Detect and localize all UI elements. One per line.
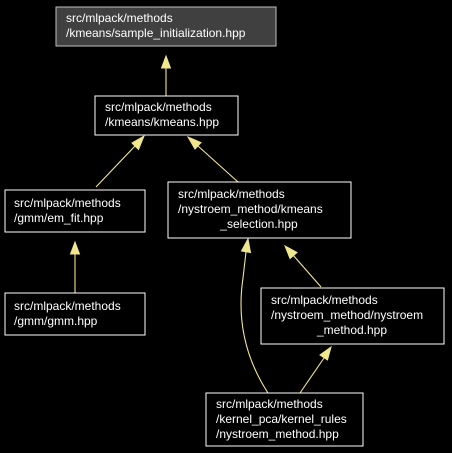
node-gmm-box xyxy=(4,292,146,336)
arrowhead-selection-from-kernel-rules xyxy=(240,237,252,254)
node-label-line: /kmeans/sample_initialization.hpp xyxy=(66,26,246,40)
node-label-line: /nystroem_method.hpp xyxy=(216,427,339,441)
arrowhead-sample-initialization xyxy=(160,54,172,69)
node-gmm[interactable]: src/mlpack/methods /gmm/gmm.hpp xyxy=(4,292,146,336)
edge-kernel-rules-to-nystroem-method xyxy=(299,357,325,394)
node-label-line: src/mlpack/methods xyxy=(66,11,173,25)
node-label-line: _selection.hpp xyxy=(219,217,298,231)
edge-em-fit-to-kmeans xyxy=(95,145,136,188)
node-kmeans-selection-box xyxy=(167,181,352,239)
node-kernel-rules-nystroem-method[interactable]: src/mlpack/methods /kernel_pca/kernel_ru… xyxy=(205,392,364,447)
edge-kernel-rules-to-kmeans-selection xyxy=(240,251,269,394)
edges-layer xyxy=(69,54,332,394)
node-kmeans[interactable]: src/mlpack/methods /kmeans/kmeans.hpp xyxy=(94,95,239,136)
node-label-line: _method.hpp xyxy=(316,323,387,337)
node-sample-initialization[interactable]: src/mlpack/methods /kmeans/sample_initia… xyxy=(55,6,277,47)
arrowhead-kmeans-from-selection xyxy=(186,135,202,150)
nodes-layer: src/mlpack/methods /kmeans/sample_initia… xyxy=(4,6,445,447)
arrowhead-selection-from-nystroem-method xyxy=(284,244,298,260)
arrowhead-kmeans-from-em-fit xyxy=(131,134,146,151)
node-label-line: /kmeans/kmeans.hpp xyxy=(105,115,219,129)
node-label-line: src/mlpack/methods xyxy=(105,100,212,114)
node-em-fit-box xyxy=(4,189,146,233)
node-label-line: /nystroem_method/kmeans xyxy=(178,202,323,216)
node-label-line: /gmm/gmm.hpp xyxy=(14,314,98,328)
node-label-line: /nystroem_method/nystroem xyxy=(271,308,423,322)
node-label-line: src/mlpack/methods xyxy=(216,397,323,411)
node-label-line: src/mlpack/methods xyxy=(14,299,121,313)
edge-kmeans-selection-to-kmeans xyxy=(197,145,239,183)
node-label-line: src/mlpack/methods xyxy=(178,187,285,201)
node-label-line: /gmm/em_fit.hpp xyxy=(14,211,104,225)
node-label-line: /kernel_pca/kernel_rules xyxy=(216,412,347,426)
node-sample-initialization-box xyxy=(55,6,277,47)
node-label-line: src/mlpack/methods xyxy=(14,196,121,210)
arrowhead-em-fit xyxy=(69,240,81,255)
node-nystroem-method[interactable]: src/mlpack/methods /nystroem_method/nyst… xyxy=(260,287,445,345)
node-kmeans-box xyxy=(94,95,239,136)
node-nystroem-method-box xyxy=(260,287,445,345)
arrowhead-nystroem-method xyxy=(319,345,332,361)
node-label-line: src/mlpack/methods xyxy=(271,293,378,307)
edge-nystroem-method-to-kmeans-selection xyxy=(292,254,322,288)
node-em-fit[interactable]: src/mlpack/methods /gmm/em_fit.hpp xyxy=(4,189,146,233)
node-kernel-rules-nystroem-method-box xyxy=(205,392,364,447)
node-kmeans-selection[interactable]: src/mlpack/methods /nystroem_method/kmea… xyxy=(167,181,352,239)
